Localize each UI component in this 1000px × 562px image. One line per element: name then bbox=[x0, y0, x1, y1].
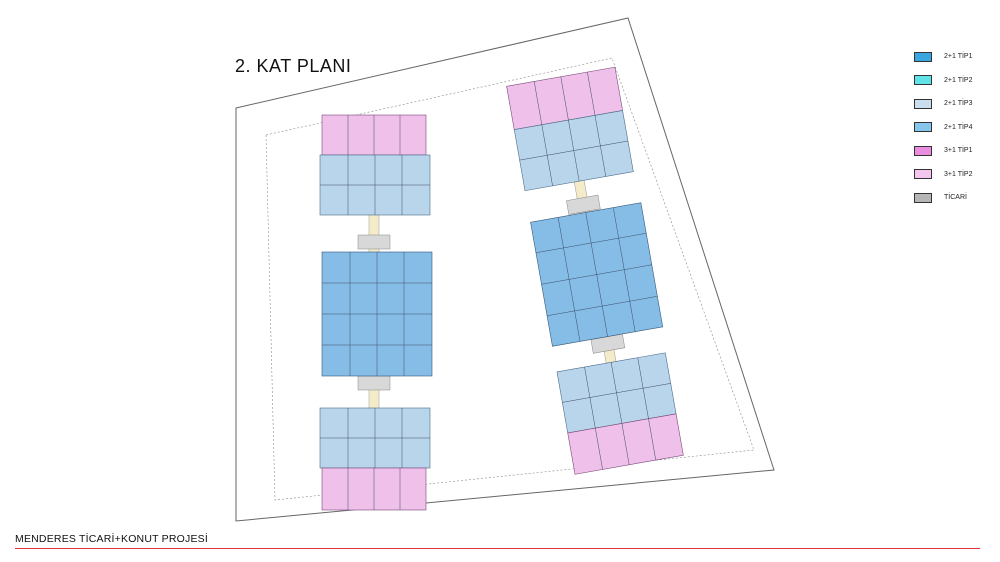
left-partitions bbox=[320, 115, 432, 510]
footer-rule bbox=[15, 548, 980, 549]
left-block bbox=[319, 114, 433, 511]
legend-item-2plus1-tip1: 2+1 TİP1 bbox=[914, 45, 994, 69]
legend-swatch bbox=[914, 51, 932, 62]
legend-swatch bbox=[914, 122, 932, 133]
plan-title: 2. KAT PLANI bbox=[235, 56, 352, 76]
project-title: MENDERES TİCARİ+KONUT PROJESİ bbox=[15, 533, 208, 545]
legend-swatch bbox=[914, 169, 932, 180]
legend-item-2plus1-tip4: 2+1 TİP4 bbox=[914, 116, 994, 140]
legend-item-ticari: TİCARİ bbox=[914, 186, 994, 210]
legend-item-2plus1-tip3: 2+1 TİP3 bbox=[914, 92, 994, 116]
parcel-boundary bbox=[235, 17, 775, 522]
legend-swatch bbox=[914, 145, 932, 156]
legend-label: 2+1 TİP3 bbox=[944, 100, 973, 108]
legend-item-3plus1-tip1: 3+1 TİP1 bbox=[914, 139, 994, 163]
legend-label: TİCARİ bbox=[944, 194, 967, 202]
legend: 2+1 TİP1 2+1 TİP2 2+1 TİP3 2+1 TİP4 3+1 … bbox=[914, 45, 994, 210]
legend-label: 3+1 TİP1 bbox=[944, 147, 973, 155]
legend-label: 2+1 TİP2 bbox=[944, 76, 973, 84]
legend-swatch bbox=[914, 192, 932, 203]
right-stair-top bbox=[566, 194, 601, 215]
left-stair-bottom bbox=[357, 375, 391, 391]
legend-label: 3+1 TİP2 bbox=[944, 170, 973, 178]
legend-item-2plus1-tip2: 2+1 TİP2 bbox=[914, 69, 994, 93]
left-stair-top bbox=[357, 234, 391, 250]
legend-label: 2+1 TİP1 bbox=[944, 53, 973, 61]
setback-line bbox=[265, 57, 755, 501]
legend-label: 2+1 TİP4 bbox=[944, 123, 973, 131]
legend-swatch bbox=[914, 98, 932, 109]
right-block bbox=[506, 66, 684, 475]
legend-item-3plus1-tip2: 3+1 TİP2 bbox=[914, 163, 994, 187]
right-partitions bbox=[519, 72, 671, 470]
legend-swatch bbox=[914, 75, 932, 86]
